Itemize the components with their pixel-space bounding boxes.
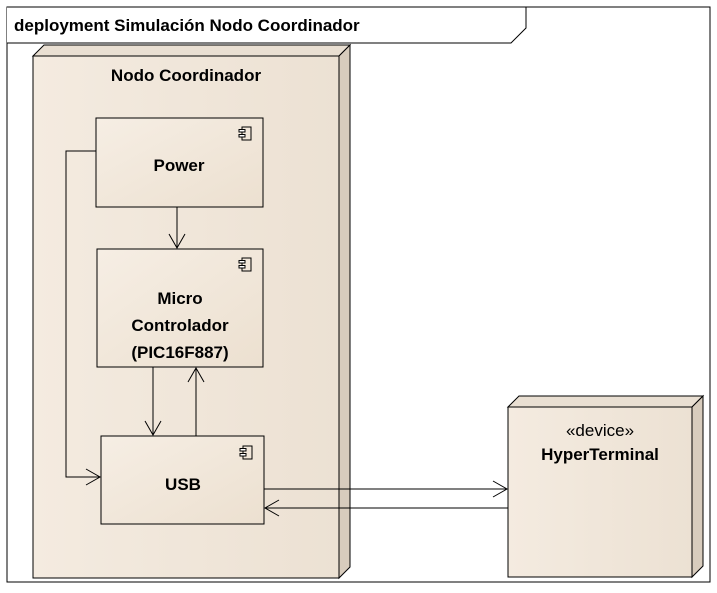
node-coordinator-label: Nodo Coordinador [111, 66, 262, 85]
component-micro-label-line1: Micro [157, 289, 202, 308]
connector-micro-to-usb [144, 367, 162, 437]
connector-hyperterminal-to-usb [263, 499, 508, 517]
frame-title: deployment Simulación Nodo Coordinador [14, 16, 360, 35]
component-power-label: Power [153, 156, 204, 175]
node-hyperterminal[interactable]: «device» HyperTerminal [506, 394, 705, 579]
connector-usb-to-micro [187, 366, 205, 436]
frame-title-tab [7, 6, 527, 44]
component-micro-label-line2: Controlador [131, 316, 229, 335]
component-power[interactable]: Power [95, 117, 264, 208]
node-hyperterminal-stereotype: «device» [566, 421, 634, 440]
component-micro-controlador[interactable]: Micro Controlador (PIC16F887) [96, 248, 264, 368]
component-micro-label-line3: (PIC16F887) [131, 343, 228, 362]
node-hyperterminal-label: HyperTerminal [541, 445, 659, 464]
component-usb-label: USB [165, 475, 201, 494]
component-usb[interactable]: USB [100, 435, 265, 525]
connector-usb-to-hyperterminal [264, 480, 509, 498]
connector-power-to-usb [65, 150, 102, 486]
connector-power-to-micro [168, 207, 186, 250]
